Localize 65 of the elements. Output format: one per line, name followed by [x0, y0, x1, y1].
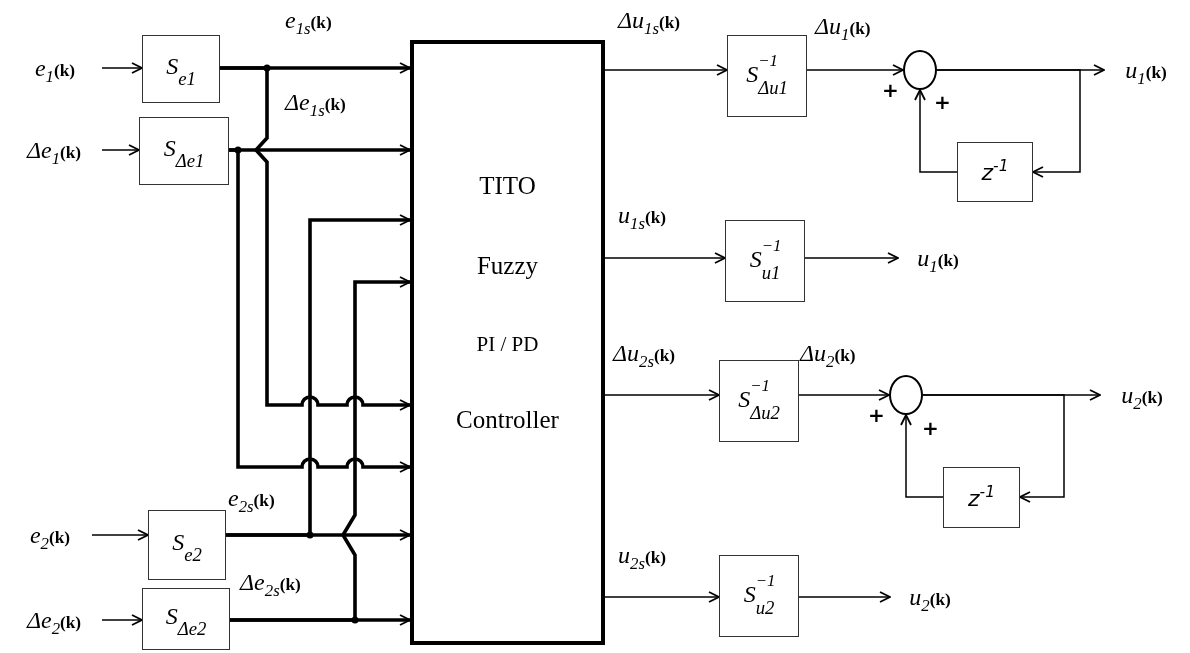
arrow	[604, 591, 720, 603]
scaling-block	[148, 510, 226, 580]
scaling-block	[142, 588, 230, 650]
edge-label: Δu$_{1}$(k)	[815, 14, 871, 44]
plus-sign: +	[882, 80, 899, 100]
edge-label: Δe$_{2s}$(k)	[240, 570, 301, 600]
arrow	[101, 62, 143, 74]
arrow	[936, 69, 1081, 178]
delay-block	[957, 142, 1033, 202]
arrow	[806, 64, 904, 76]
edge-label: u$_{2s}$(k)	[618, 543, 667, 573]
arrow	[900, 414, 944, 498]
edge-label: Δu$_{2s}$(k)	[613, 341, 676, 371]
signal-label: e$_{2}$(k)	[8, 519, 92, 551]
arrow	[226, 529, 411, 541]
arrow	[101, 614, 143, 626]
arrow	[230, 614, 411, 626]
arrow	[798, 591, 891, 603]
signal-label: Δe$_{1}$(k)	[6, 134, 102, 166]
arrow	[914, 89, 958, 173]
scaling-block	[719, 555, 799, 637]
arrow	[604, 252, 726, 264]
delay-label: z$^{-1}$	[981, 159, 1009, 185]
plus-sign: +	[868, 405, 885, 425]
arrow	[101, 144, 140, 156]
gain-label: S$_{e1}$	[166, 53, 196, 85]
arrow	[604, 389, 720, 401]
arrow	[91, 529, 149, 541]
edge-label: Δu$_{1s}$(k)	[618, 8, 681, 38]
scaling-block	[727, 35, 807, 117]
signal-label: u$_{2}$(k)	[890, 581, 970, 613]
scaling-block	[725, 220, 805, 302]
controller-label: TITO	[478, 172, 537, 200]
arrow	[220, 66, 411, 411]
summing-junction	[903, 50, 937, 90]
signal-label: u$_{2}$(k)	[1100, 379, 1184, 411]
scaling-block	[719, 360, 799, 442]
signal-label: e$_{1}$(k)	[8, 52, 102, 84]
edge-label: e$_{1s}$(k)	[285, 8, 332, 38]
controller-label: PI / PD	[475, 332, 540, 357]
summing-junction	[889, 375, 923, 415]
signal-label: u$_{1}$(k)	[898, 242, 978, 274]
edge-label: u$_{1s}$(k)	[618, 203, 667, 233]
signal-label: Δe$_{2}$(k)	[6, 604, 102, 636]
edge-label: Δe$_{1s}$(k)	[285, 90, 346, 120]
arrow	[922, 394, 1065, 503]
edge-label: Δu$_{2}$(k)	[800, 341, 856, 371]
signal-label: u$_{1}$(k)	[1104, 54, 1188, 86]
gain-label: S$_{e2}$	[172, 529, 202, 561]
gain-label: S$_{Δe2}$	[165, 603, 207, 635]
arrow	[798, 389, 890, 401]
delay-label: z$^{-1}$	[968, 484, 995, 511]
controller-label: Fuzzy	[475, 252, 540, 280]
scaling-block	[139, 117, 229, 185]
plus-sign: +	[922, 418, 939, 438]
edge-label: e$_{2s}$(k)	[228, 486, 275, 516]
arrow	[229, 148, 411, 473]
plus-sign: +	[934, 92, 951, 112]
arrow	[804, 252, 899, 264]
gain-label: S$_{Δe1}$	[163, 135, 205, 167]
delay-block	[943, 467, 1020, 528]
controller-block	[410, 40, 605, 645]
controller-label: Controller	[455, 406, 560, 434]
scaling-block	[142, 35, 220, 103]
arrow	[604, 64, 728, 76]
